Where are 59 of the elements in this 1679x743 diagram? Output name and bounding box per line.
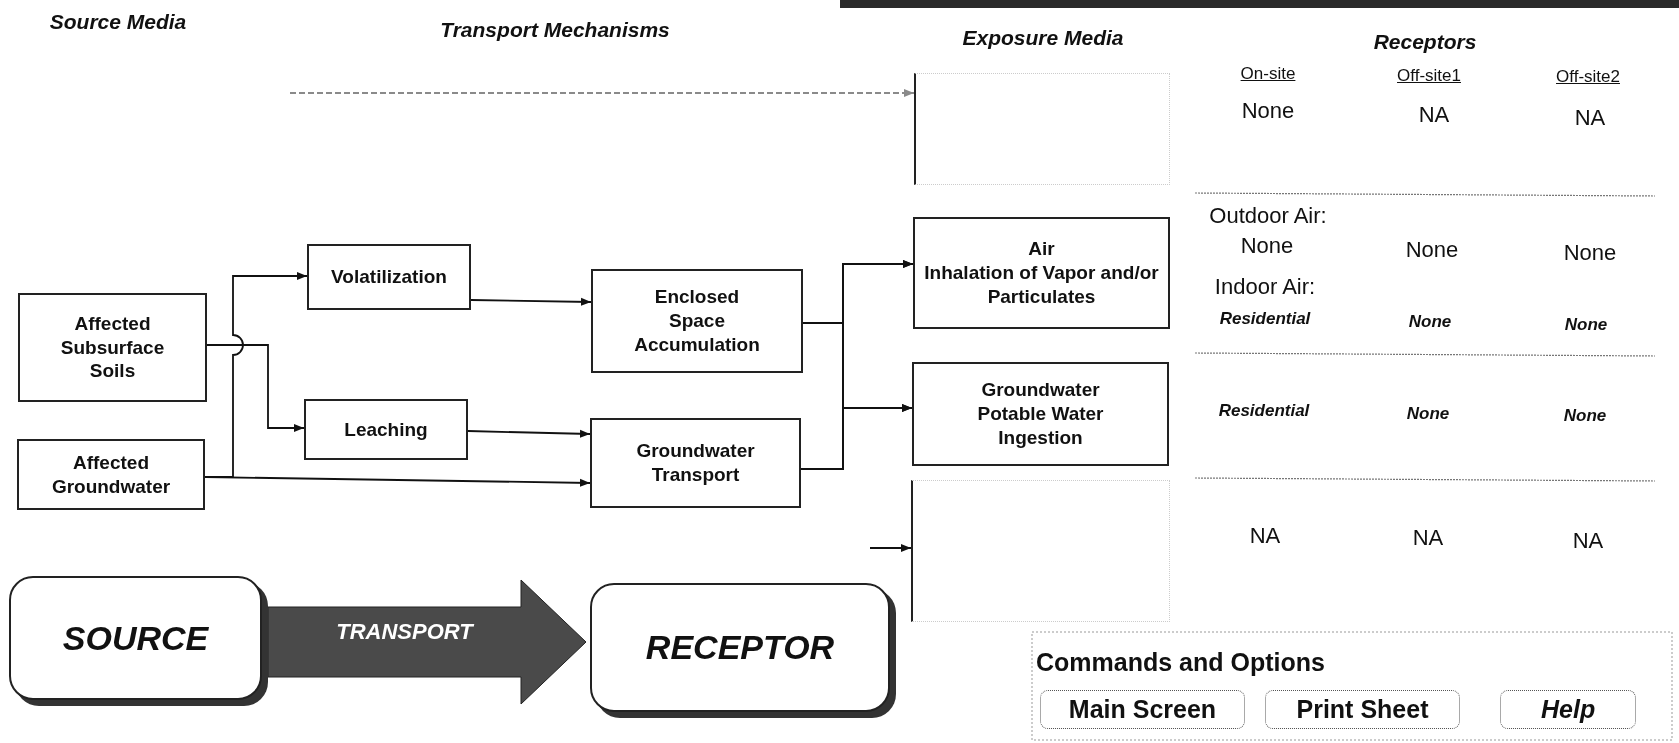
arrow-label: TRANSPORT xyxy=(336,619,473,645)
table-cell: None xyxy=(1405,237,1459,263)
faint-media-box xyxy=(911,480,1170,622)
command-button: Main Screen xyxy=(1040,690,1245,729)
arrow xyxy=(204,476,591,487)
block-arrow xyxy=(267,579,587,705)
column-heading: Transport Mechanisms xyxy=(440,18,670,42)
node-label: Enclosed Space Accumulation xyxy=(633,285,761,357)
table-cell: None xyxy=(1563,240,1617,266)
process-box xyxy=(591,269,803,373)
column-header: Off-site2 xyxy=(1556,67,1620,87)
table-cell: None xyxy=(1408,312,1452,332)
arrow xyxy=(800,404,913,470)
node-label: Volatilization xyxy=(331,265,447,289)
table-cell: None xyxy=(1563,406,1607,426)
process-box xyxy=(590,418,801,508)
source-box xyxy=(18,293,207,402)
process-box xyxy=(307,244,471,310)
exposure-box xyxy=(912,362,1169,466)
node-label: Groundwater Transport xyxy=(635,439,756,487)
column-heading: Exposure Media xyxy=(962,26,1124,50)
node-label: Inhalation of Vapor and/or Particulates xyxy=(924,261,1159,309)
section-heading: Commands and Options xyxy=(1036,648,1325,677)
command-button: Print Sheet xyxy=(1265,690,1460,729)
table-cell: NA xyxy=(1574,105,1606,131)
column-heading: Receptors xyxy=(1373,30,1477,54)
faint-media-box xyxy=(914,73,1170,185)
exposure-box xyxy=(913,217,1170,329)
column-header: On-site xyxy=(1240,64,1296,84)
source-box xyxy=(17,439,205,510)
table-cell: NA xyxy=(1249,523,1281,549)
table-cell: NA xyxy=(1572,528,1604,554)
arrow xyxy=(206,344,305,432)
row-label: Indoor Air: xyxy=(1214,274,1316,300)
node-label: Groundwater xyxy=(981,378,1100,403)
process-box xyxy=(304,399,468,460)
arrow xyxy=(289,89,915,97)
table-cell: None xyxy=(1240,233,1294,259)
table-cell: Residential xyxy=(1219,309,1311,329)
arrow xyxy=(470,297,592,306)
command-button: Help xyxy=(1500,690,1637,729)
arrow xyxy=(869,544,912,552)
node-label: Leaching xyxy=(344,417,428,442)
table-cell: NA xyxy=(1418,102,1450,128)
node-label: Potable Water Ingestion xyxy=(976,402,1105,450)
table-cell: None xyxy=(1241,98,1295,124)
row-label: Outdoor Air: xyxy=(1209,203,1327,229)
column-heading: Source Media xyxy=(49,10,187,34)
node-label: Air xyxy=(1028,237,1055,262)
arrow xyxy=(467,429,591,438)
box-title: SOURCE xyxy=(62,617,209,659)
node-label: Affected Subsurface Soils xyxy=(59,311,166,384)
table-cell: None xyxy=(1564,315,1608,335)
column-header: Off-site1 xyxy=(1397,66,1461,86)
table-cell: None xyxy=(1406,404,1450,424)
box-title: RECEPTOR xyxy=(645,627,835,669)
node-label: Affected Groundwater xyxy=(50,450,172,499)
table-cell: NA xyxy=(1412,525,1444,551)
table-cell: Residential xyxy=(1218,401,1310,421)
